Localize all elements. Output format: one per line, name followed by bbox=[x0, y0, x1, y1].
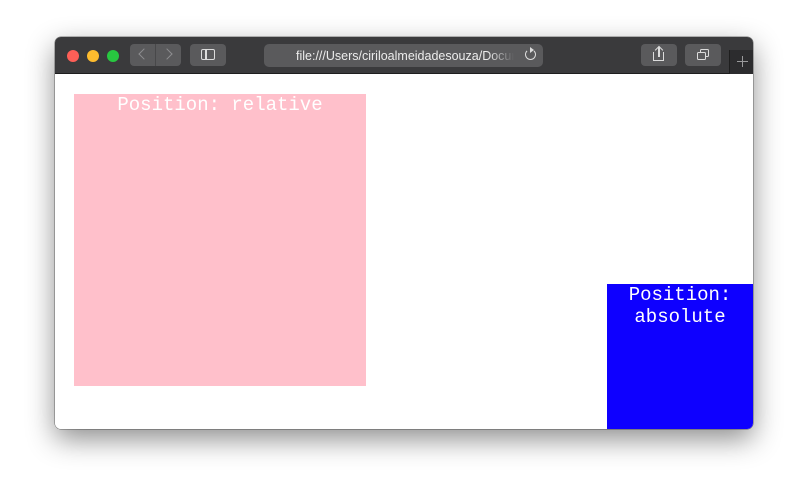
navigation-buttons bbox=[130, 44, 181, 66]
sidebar-toggle-button[interactable] bbox=[190, 44, 226, 66]
zoom-window-button[interactable] bbox=[107, 50, 119, 62]
reload-icon[interactable] bbox=[525, 47, 536, 60]
absolute-position-box: Position: absolute bbox=[607, 284, 753, 429]
minimize-window-button[interactable] bbox=[87, 50, 99, 62]
share-button[interactable] bbox=[641, 44, 677, 66]
tab-overview-button[interactable] bbox=[685, 44, 721, 66]
back-arrow-icon bbox=[138, 48, 150, 60]
sidebar-icon bbox=[201, 49, 215, 60]
absolute-box-label: Position: absolute bbox=[628, 284, 732, 328]
page-viewport: Position: relative Position: absolute bbox=[55, 74, 753, 429]
relative-position-box: Position: relative bbox=[74, 94, 366, 386]
browser-toolbar: file:///Users/ciriloalmeidadesouza/Docum… bbox=[55, 37, 753, 74]
back-button[interactable] bbox=[130, 44, 156, 66]
forward-button[interactable] bbox=[156, 44, 181, 66]
relative-box-label: Position: relative bbox=[117, 94, 323, 116]
url-text[interactable]: file:///Users/ciriloalmeidadesouza/Docum… bbox=[296, 49, 514, 63]
forward-arrow-icon bbox=[161, 48, 173, 60]
address-bar[interactable]: file:///Users/ciriloalmeidadesouza/Docum… bbox=[264, 44, 543, 67]
browser-window: file:///Users/ciriloalmeidadesouza/Docum… bbox=[55, 37, 753, 429]
close-window-button[interactable] bbox=[67, 50, 79, 62]
new-tab-button[interactable] bbox=[729, 50, 753, 74]
